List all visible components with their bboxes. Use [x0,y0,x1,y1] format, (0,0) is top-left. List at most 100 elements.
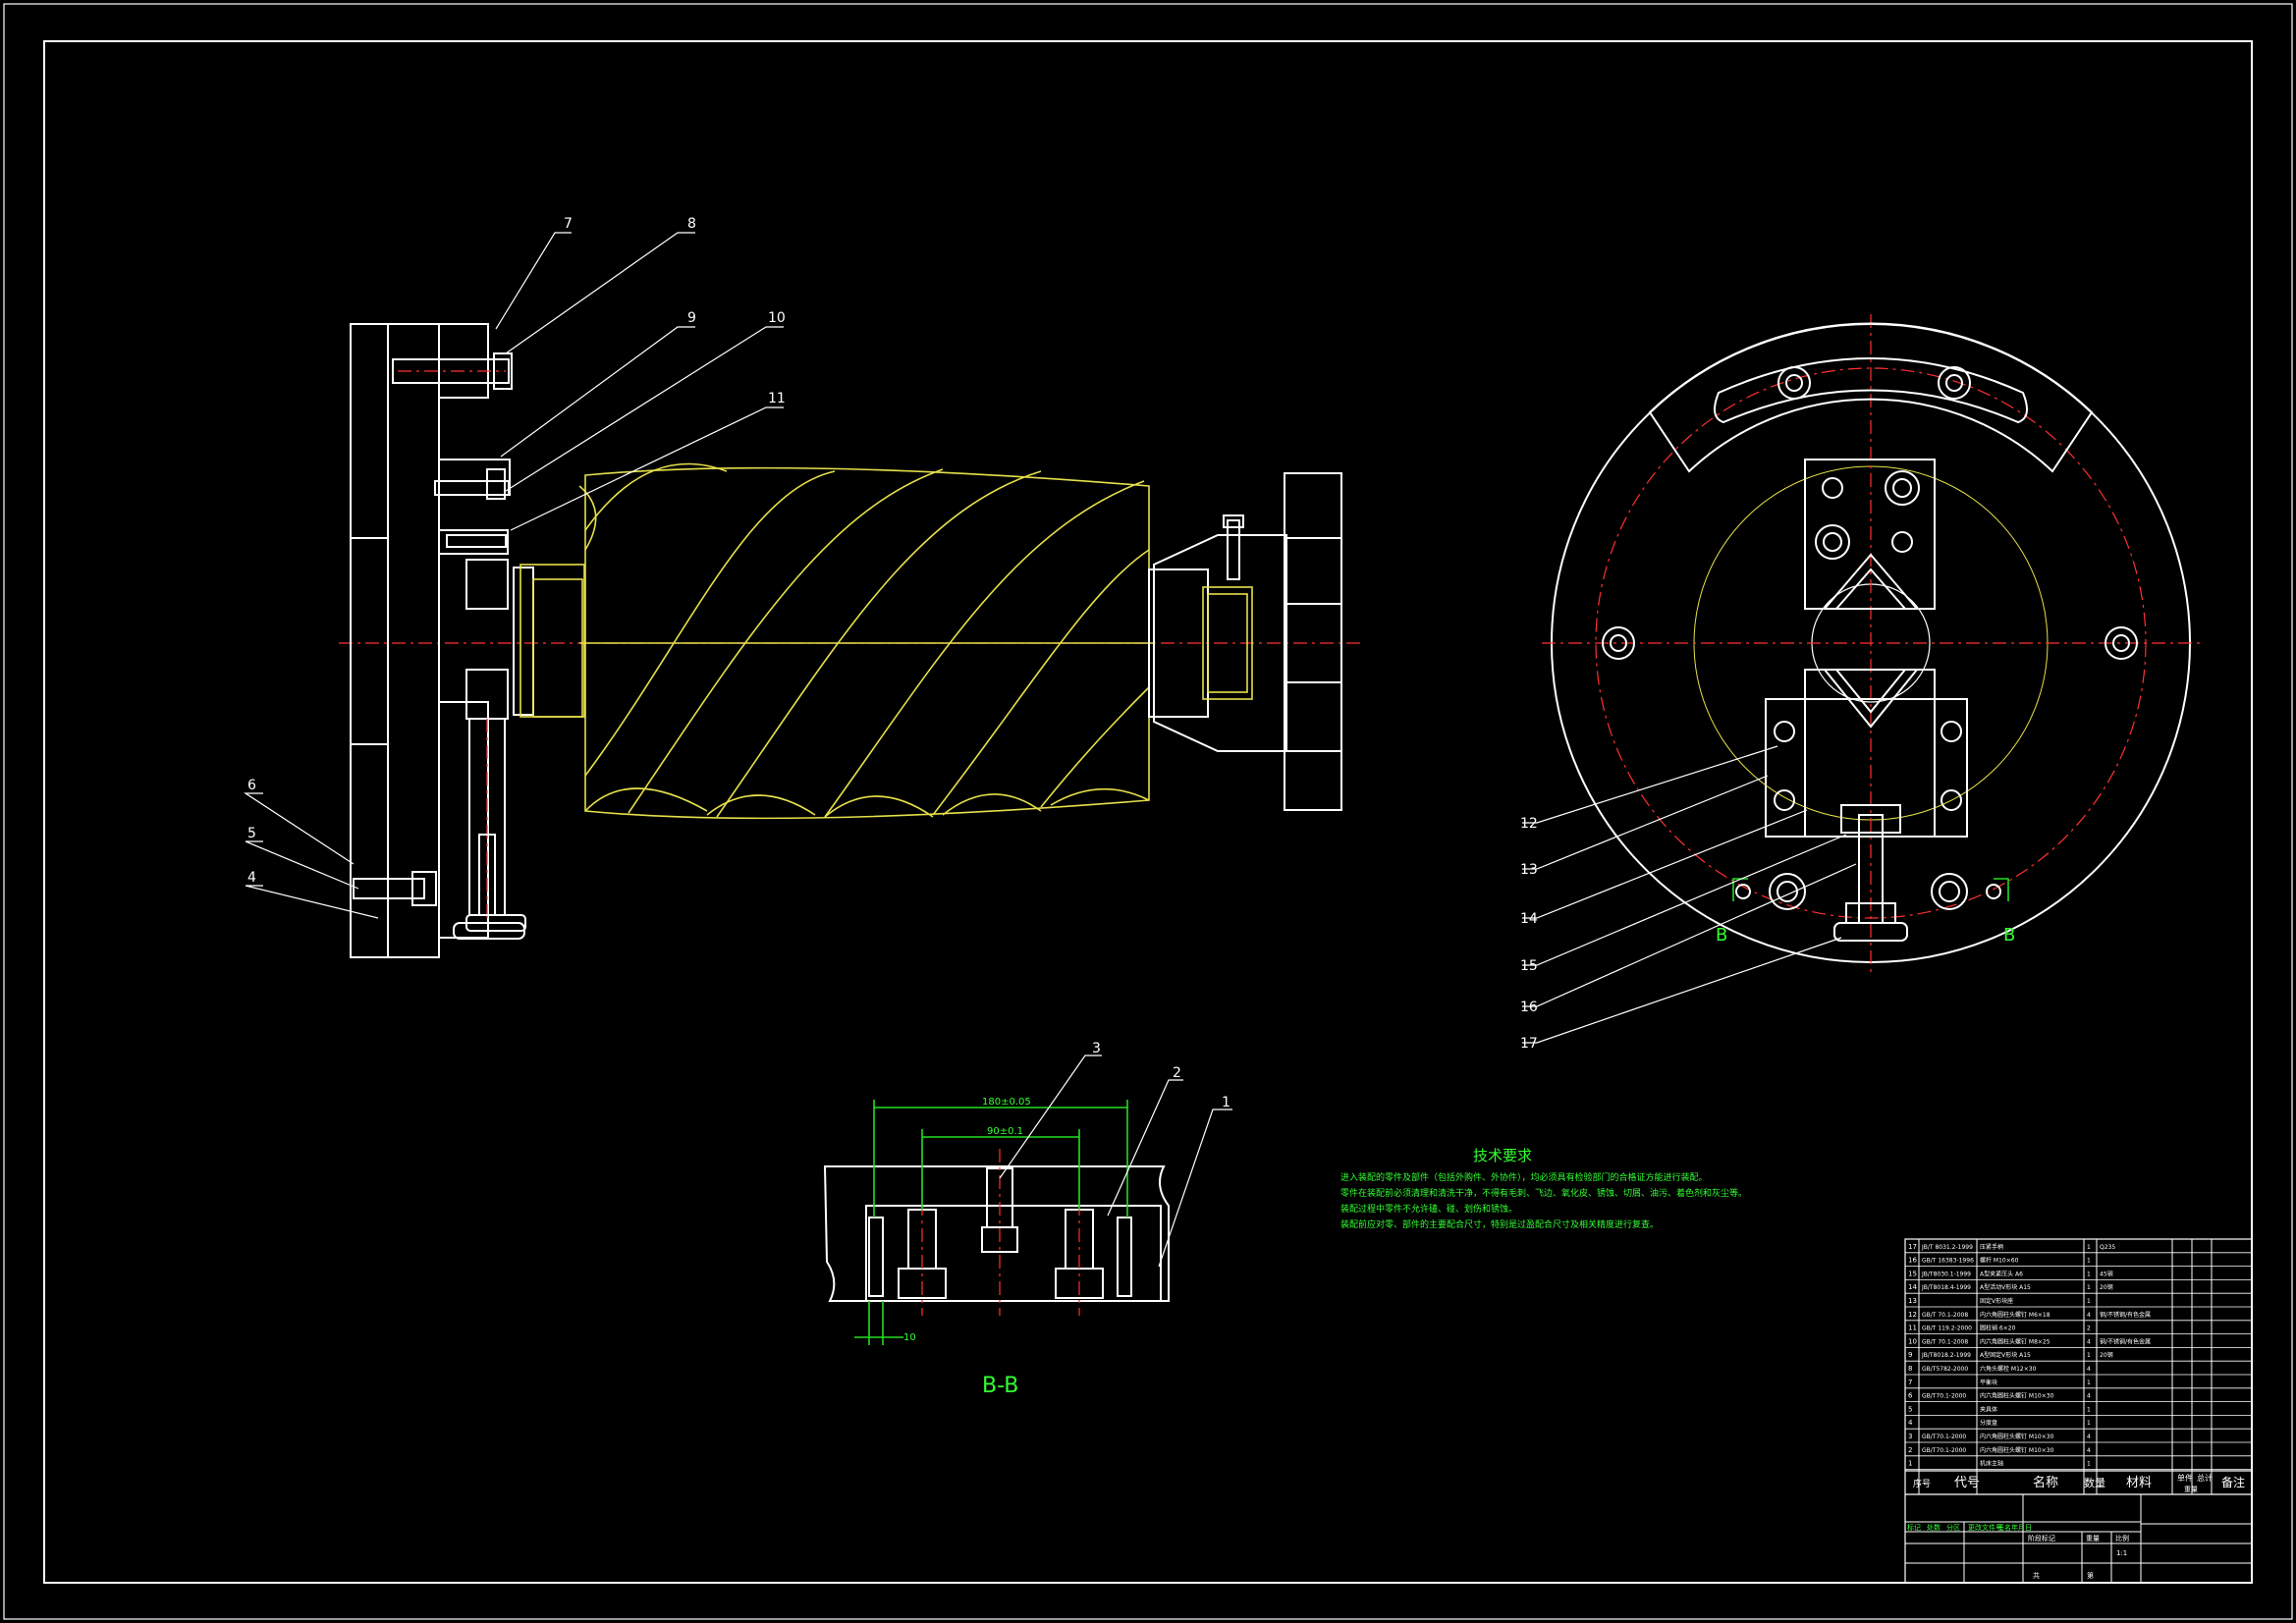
bom-cell-no: 1 [1908,1460,1912,1468]
bom-cell-name: 压紧手柄 [1980,1243,2003,1251]
index-plate [350,323,389,958]
bom-cell-material: 20钢 [2100,1351,2113,1359]
bom-cell-no: 14 [1908,1283,1917,1291]
dim-inner: 90±0.1 [987,1126,1023,1137]
tb-scale-value: 1:1 [2116,1549,2127,1557]
bom-cell-code: GB/T70.1-2000 [1922,1393,1966,1400]
balloon-5: 5 [247,826,256,841]
bom-cell-code: GB/T 70.1-2008 [1922,1312,1968,1319]
dim-outer: 180±0.05 [982,1097,1031,1108]
dowel-pin [446,534,507,548]
section-b-b-view: 180±0.05 90±0.1 10 B-B 3 2 1 [823,1041,1232,1398]
section-mark-b-left: B [1716,925,1727,946]
bom-cell-qty: 1 [2087,1352,2091,1359]
bom-cell-no: 17 [1908,1243,1917,1251]
bom-cell-code: GB/T 70.1-2008 [1922,1338,1968,1345]
bom-cell-no: 13 [1908,1297,1917,1305]
section-title: B-B [982,1374,1018,1398]
bom-cell-name: 内六角圆柱头螺钉 M10×30 [1980,1446,2054,1454]
balloon-10: 10 [768,310,786,326]
bom-cell-name: A型夹紧压头 A6 [1980,1270,2023,1277]
bom-cell-qty: 1 [2087,1406,2091,1413]
bom-cell-qty: 1 [2087,1461,2091,1468]
bom-cell-name: 圆柱销 6×20 [1980,1325,2016,1332]
bom-header-remark: 备注 [2221,1475,2245,1489]
bom-cell-no: 12 [1908,1311,1917,1319]
bom-cell-name: 内六角圆柱头螺钉 M10×30 [1980,1433,2054,1440]
bom-cell-code: GB/T 119.2-2000 [1922,1325,1972,1332]
balloon-6: 6 [247,778,256,793]
bom-cell-no: 2 [1908,1446,1912,1454]
leader-lines-left [243,232,784,919]
bom-cell-no: 4 [1908,1419,1913,1427]
bom-cell-code: JB/T8018.4-1999 [1921,1284,1971,1291]
bom-cell-name: 内六角圆柱头螺钉 M6×18 [1980,1311,2050,1319]
title-block: 标记 处数 分区 更改文件号 签名 年月日 阶段标记 重量 比例 1:1 共 第 [1905,1494,2252,1583]
screw-rotor-workpiece [578,462,1154,820]
dowel-pin-block [438,529,509,555]
fixed-v-block-front [1804,459,1936,610]
bom-cell-qty: 1 [2087,1380,2091,1386]
front-view-index-plate: B B 12 13 14 15 16 17 [1520,314,2200,1052]
screw-6 [353,878,425,899]
bom-row: 1 机床主轴 1 [1908,1460,2091,1468]
bom-cell-qty: 4 [2087,1366,2091,1373]
balloon-3: 3 [1092,1041,1101,1056]
leader-lines-section [999,1055,1232,1268]
tb-count: 处数 [1927,1523,1941,1532]
bom-header-name: 名称 [2033,1475,2058,1490]
tech-req-line-4: 装配前应对零、部件的主要配合尺寸，特别是过盈配合尺寸及相关精度进行复查。 [1340,1218,1659,1230]
balloon-1: 1 [1222,1095,1230,1110]
balloon-12: 12 [1520,816,1538,832]
tb-sheet: 共 [2033,1571,2040,1580]
bom-cell-qty: 2 [2087,1325,2091,1332]
balloon-8: 8 [687,216,696,232]
tb-scale: 比例 [2115,1534,2129,1542]
bom-cell-name: 内六角圆柱头螺钉 M8×25 [1980,1337,2050,1345]
sheet-outer-border [3,3,2293,1620]
balloon-11: 11 [768,391,786,406]
tech-req-line-3: 装配过程中零件不允许磕、碰、划伤和锈蚀。 [1340,1203,1517,1215]
screw-10 [434,480,510,496]
bom-cell-name: 螺杆 M10×60 [1980,1257,2019,1265]
counterweight [438,323,489,399]
bom-cell-no: 16 [1908,1257,1917,1265]
bom-cell-qty: 1 [2087,1420,2091,1427]
balloon-13: 13 [1520,862,1538,878]
bom-cell-name: 机床主轴 [1980,1460,2003,1468]
bom-cell-no: 8 [1908,1365,1912,1373]
section-dimensions [854,1100,1128,1345]
tb-weight: 重量 [2086,1535,2100,1542]
tb-marks: 标记 [1907,1523,1921,1532]
tech-req-title: 技术要求 [1473,1147,1532,1164]
v-block-upper [465,559,509,610]
bom-cell-qty: 4 [2087,1393,2091,1400]
balloon-16: 16 [1520,1000,1538,1015]
balloon-2: 2 [1173,1065,1181,1081]
bom-cell-name: A型固定V形块 A15 [1980,1351,2031,1359]
bom-header-code: 代号 [1954,1476,1980,1490]
bom-cell-name: 固定V形块座 [1980,1297,2013,1305]
bom-cell-code: JB/T8030.1-1999 [1921,1271,1971,1277]
bom-cell-code: JB/T8018.2-1999 [1921,1352,1971,1359]
bom-cell-no: 7 [1908,1379,1912,1386]
bom-cell-no: 3 [1908,1433,1912,1440]
balloon-4: 4 [247,870,256,886]
balloon-7: 7 [564,216,573,232]
index-plate-bore [350,537,389,745]
bom-cell-name: 夹具体 [1980,1405,1997,1413]
bom-cell-material: 钢/不锈钢/有色金属 [2100,1311,2151,1319]
tb-stage-mark: 阶段标记 [2028,1534,2055,1542]
bom-cell-name: 分度盘 [1980,1419,1997,1427]
bom-cell-qty: 4 [2087,1338,2091,1345]
bom-header-material: 材料 [2126,1476,2152,1490]
